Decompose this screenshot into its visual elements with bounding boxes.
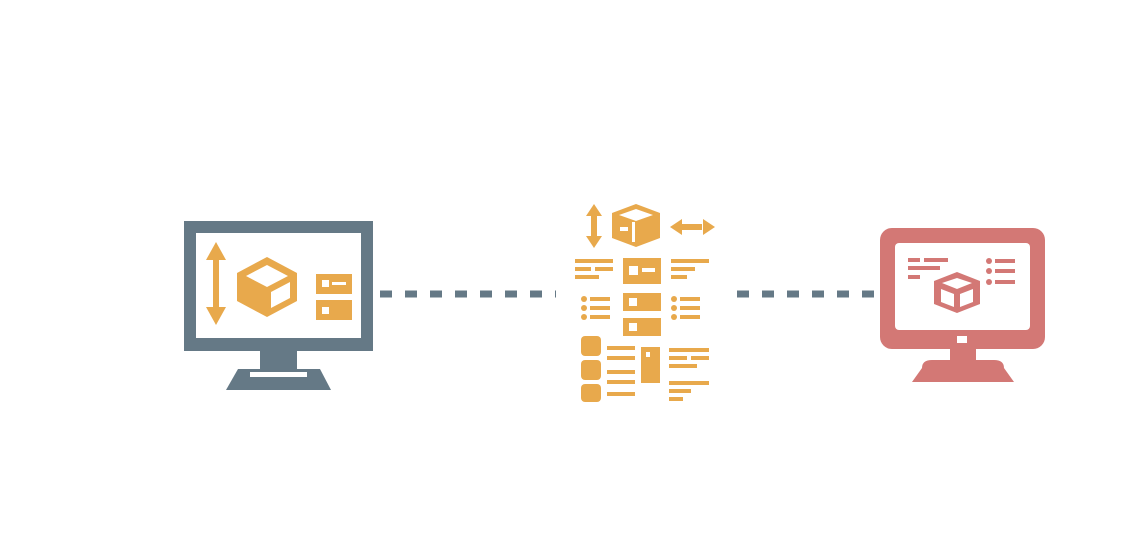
text-lines-icon [671,259,709,279]
label-cards-icon [316,274,352,320]
horizontal-arrow-icon [670,219,715,235]
right-monitor-neck [950,349,976,361]
package-cube-icon [237,257,297,317]
vertical-arrow-icon [586,204,602,248]
tag-icon [641,347,660,383]
rounded-blocks-list-icon [581,336,635,402]
label-card-icon [623,293,661,336]
package-box-icon [934,272,980,313]
bullet-list-icon [986,258,1015,285]
text-lines-icon [669,348,709,401]
bullet-list-icon [581,296,610,320]
left-monitor-neck [260,351,297,369]
bullet-list-icon [671,296,700,320]
monitor-with-package-listing-icon [880,228,1045,382]
monitor-with-package-dimensions-icon [184,221,373,390]
text-lines-icon [908,258,948,279]
vertical-arrow-icon [206,242,226,325]
package-box-icon [612,204,660,247]
right-monitor-base [912,360,1014,382]
text-lines-icon [575,259,613,279]
package-data-sheet-icon [575,204,715,402]
label-card-icon [623,258,661,284]
